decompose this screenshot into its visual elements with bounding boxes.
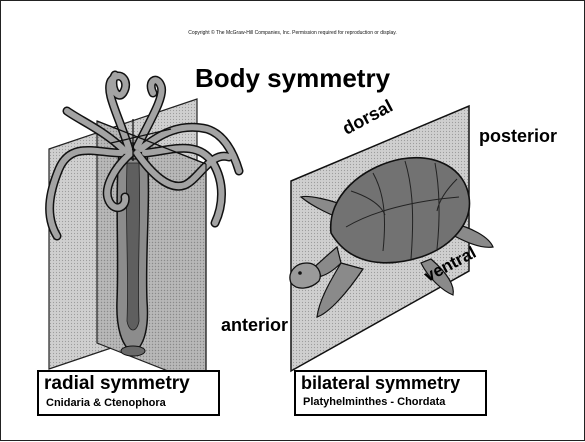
turtle-head bbox=[290, 263, 320, 288]
turtle-illustration bbox=[290, 106, 493, 371]
bilateral-symmetry-groups: Platyhelminthes - Chordata bbox=[303, 396, 485, 408]
radial-symmetry-heading: radial symmetry bbox=[44, 374, 218, 395]
gastrovascular-cavity bbox=[126, 163, 139, 330]
posterior-label: posterior bbox=[479, 126, 557, 147]
bilateral-symmetry-box: bilateral symmetry Platyhelminthes - Cho… bbox=[294, 370, 487, 416]
radial-symmetry-box: radial symmetry Cnidaria & Ctenophora bbox=[37, 370, 220, 416]
hydra-illustration bbox=[49, 75, 239, 386]
bilateral-symmetry-heading: bilateral symmetry bbox=[301, 374, 485, 394]
sagittal-plane bbox=[97, 121, 206, 386]
radial-symmetry-groups: Cnidaria & Ctenophora bbox=[46, 397, 218, 409]
anterior-label: anterior bbox=[221, 315, 288, 336]
